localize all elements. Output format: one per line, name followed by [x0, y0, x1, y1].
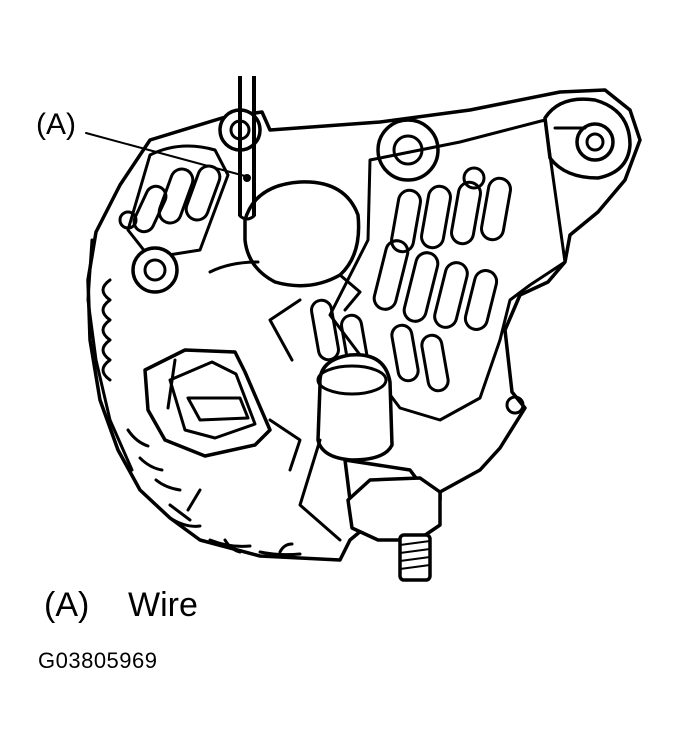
callout-leader-line: [85, 132, 246, 177]
center-boss: [243, 180, 361, 288]
legend-text: Wire: [128, 586, 198, 624]
left-cooling-fins: [86, 238, 302, 557]
legend-key: (A): [44, 586, 90, 624]
figure-id: G03805969: [38, 648, 158, 673]
right-cooling-ribs: [268, 118, 567, 422]
mounting-bracket: [131, 97, 632, 294]
connector-plug: [143, 348, 272, 458]
legend: (A) Wire: [44, 585, 198, 625]
callout-label-a: (A): [36, 108, 76, 141]
output-terminal: [298, 353, 442, 582]
